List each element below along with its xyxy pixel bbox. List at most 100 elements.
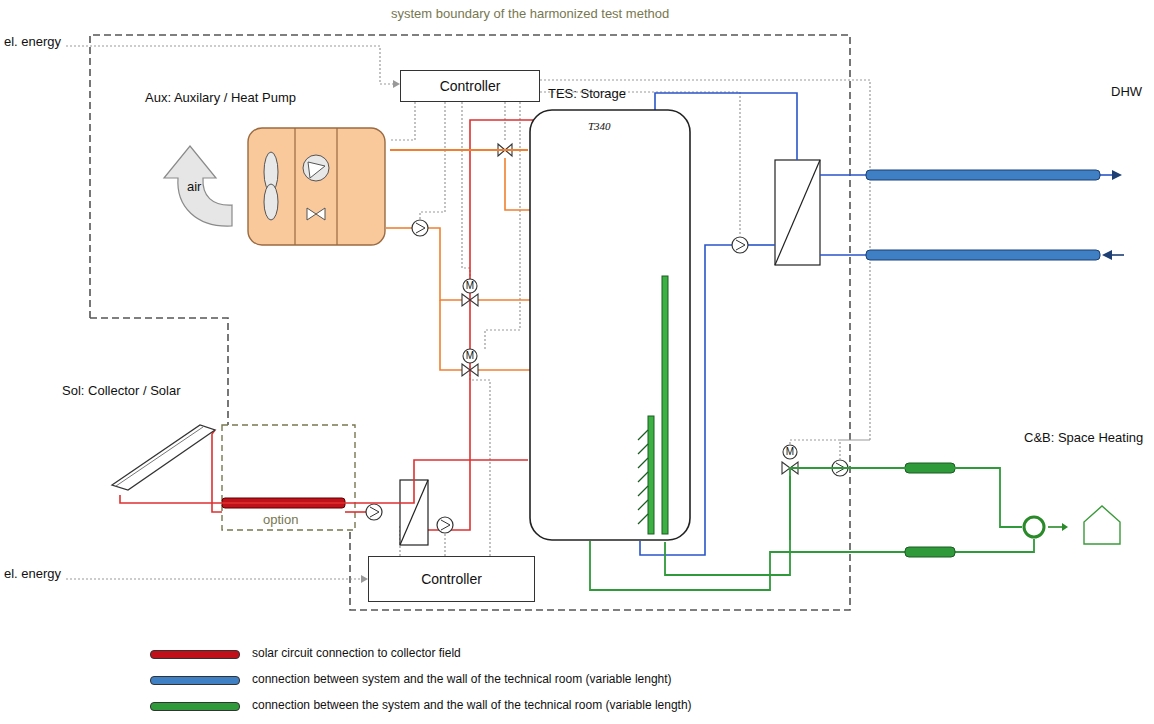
heat-exchanger (775, 160, 820, 265)
controller-box: Controller (368, 556, 535, 602)
energy-label: el. energy (3, 566, 62, 582)
control-wire (66, 46, 396, 84)
option-label: option (262, 512, 299, 528)
hot-pipe (428, 120, 533, 530)
tank-outline (638, 472, 648, 482)
tank-outline (638, 486, 648, 496)
legend-swatch (150, 650, 240, 659)
component-shape (1022, 430, 1150, 550)
sol-outline (112, 425, 215, 490)
component-shape (528, 86, 692, 542)
sh-outline (1048, 526, 1064, 528)
air-label: air (186, 179, 202, 195)
valve-motor-letter: M (463, 279, 477, 293)
tank-outline (638, 430, 648, 524)
tank-outline (648, 416, 654, 534)
sol-outline (116, 427, 203, 486)
pump-triangle (370, 507, 379, 517)
heat-exchanger (775, 160, 820, 265)
tank-outline (638, 458, 648, 468)
pipe-connector (390, 102, 415, 140)
component-label: C&B: Space Heating (1024, 430, 1143, 446)
control-wire (444, 533, 445, 556)
control-wire (485, 102, 520, 349)
legend-text: connection between the system and the wa… (252, 698, 692, 712)
heat-pump-pipe (478, 299, 533, 301)
dhw-label: DHW (1110, 84, 1143, 100)
control-wire (66, 578, 364, 579)
heat-pump-pipe (505, 158, 533, 210)
option-box (222, 425, 355, 530)
dhw-pipe (640, 93, 1112, 555)
heating-band (905, 547, 955, 557)
energy-label: el. energy (3, 34, 62, 50)
dhw-band (866, 170, 1100, 180)
dhw-pipe (1100, 174, 1112, 176)
dhw-band (866, 250, 1100, 260)
legend-text: connection between system and the wall o… (252, 672, 672, 686)
hp-component: Aux: Auxilary / Heat Pump (145, 90, 390, 250)
dhw-arrow (1102, 170, 1122, 260)
heat-pump-pipe (440, 300, 462, 370)
tank-outline (638, 514, 648, 524)
control-wire (66, 46, 870, 579)
hot-pipe (345, 511, 366, 513)
pump-symbol (732, 237, 748, 253)
sh-component: C&B: Space Heating (1022, 430, 1150, 550)
pump-triangle (416, 223, 425, 233)
dhw-pipe (820, 174, 866, 176)
system-boundary (90, 318, 228, 425)
sh-outline (1024, 506, 1120, 544)
pipe-connector (120, 460, 528, 503)
boundary-label: system boundary of the harmonized test m… (390, 6, 670, 22)
heat-pump-pipe (386, 158, 533, 370)
legend-swatch (150, 676, 240, 685)
pipe-connector (390, 149, 528, 151)
hot-pipe (212, 430, 222, 512)
tank-outline (530, 110, 690, 540)
hp-outline (248, 128, 385, 245)
control-wire (420, 102, 445, 219)
system-boundary (90, 35, 850, 610)
system-boundary (90, 35, 850, 610)
dhw-arrow (1102, 250, 1112, 260)
pump-symbol (412, 220, 428, 236)
tank-outline (530, 110, 690, 540)
hp-outline (307, 208, 325, 220)
component-label: Sol: Collector / Solar (62, 383, 181, 399)
sensor-label: T340 (588, 120, 611, 133)
component-label: Aux: Auxilary / Heat Pump (145, 90, 296, 106)
tank-component: TES: StorageT340 (528, 86, 692, 542)
tank-outline (638, 430, 648, 440)
legend-text: solar circuit connection to collector fi… (252, 646, 461, 660)
legend-swatch (150, 702, 240, 711)
dhw-pipe (820, 254, 866, 256)
component-shape (145, 90, 390, 250)
hot-pipe (212, 120, 533, 530)
valve-symbol (462, 364, 478, 376)
tank-outline (638, 500, 648, 510)
component-label: TES: Storage (548, 86, 626, 102)
sol-outline (112, 425, 215, 490)
air-arrow (164, 146, 232, 226)
control-wire (462, 102, 470, 278)
dhw-arrow-line (1112, 254, 1124, 256)
wire-arrowhead (393, 80, 400, 88)
control-wire (504, 102, 505, 142)
sh-outline (1062, 523, 1068, 531)
valve-motor (463, 279, 477, 293)
heating-pipe (590, 539, 1034, 590)
heat-pump-pipe (386, 227, 412, 229)
valve-motor (783, 445, 797, 459)
hp-outline (295, 128, 337, 245)
hp-outline (248, 128, 385, 245)
dhw-arrow (1112, 170, 1122, 180)
wire-arrowhead (361, 575, 368, 583)
pump-symbol (437, 517, 453, 533)
valve-symbol (462, 294, 478, 306)
valve-motor-letter: M (463, 349, 477, 363)
hp-outline (264, 184, 278, 220)
sh-outline (1024, 517, 1044, 537)
sh-outline (1084, 506, 1120, 544)
hp-outline (303, 155, 329, 181)
